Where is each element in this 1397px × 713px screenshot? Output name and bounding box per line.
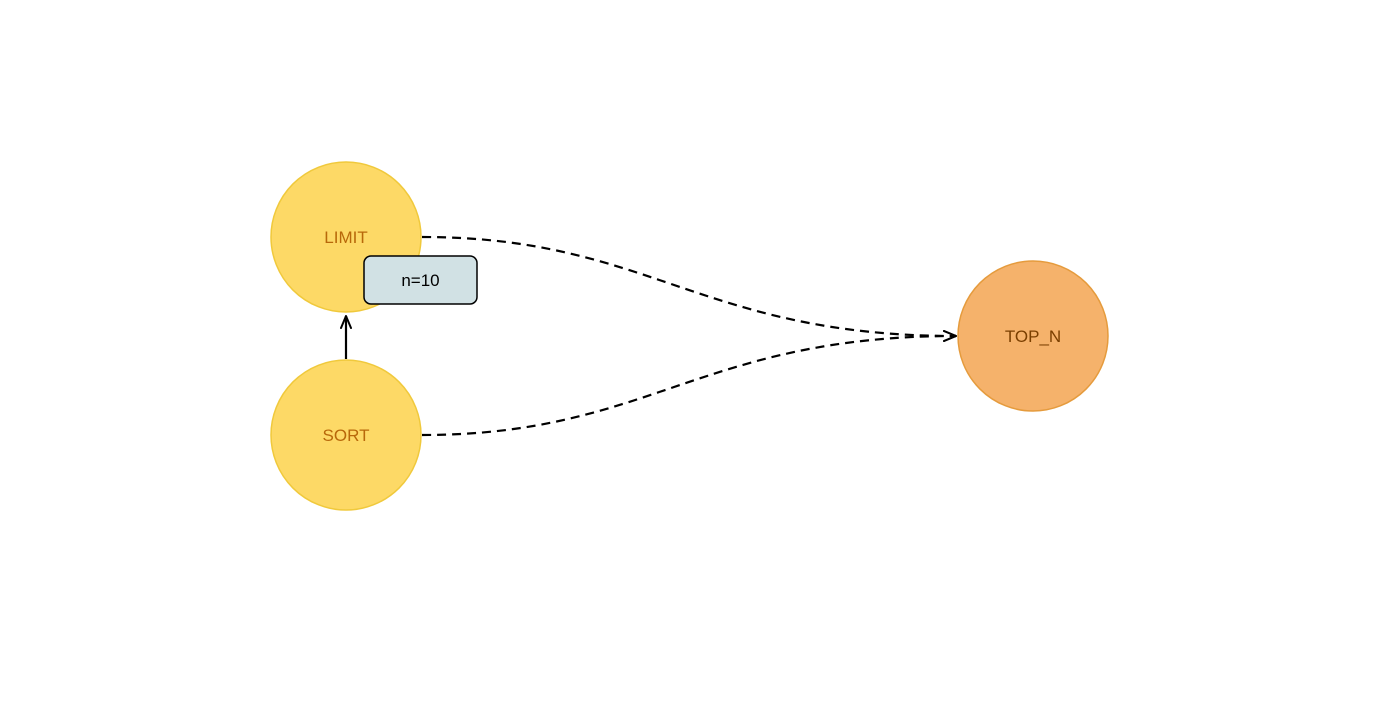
edge-limit-to-top-n[interactable] bbox=[421, 235, 957, 342]
note-limit-param-box bbox=[363, 255, 478, 305]
note-limit-param-text: n=10 bbox=[401, 271, 439, 290]
node-top-n[interactable]: TOP_N bbox=[957, 260, 1109, 412]
node-top-n-circle bbox=[957, 260, 1109, 412]
note-limit-param[interactable]: n=10 bbox=[363, 255, 478, 305]
node-top-n-label: TOP_N bbox=[1005, 327, 1061, 346]
node-limit-label: LIMIT bbox=[324, 228, 367, 247]
edge-sort-to-top-n[interactable] bbox=[421, 330, 957, 437]
node-sort[interactable]: SORT bbox=[270, 359, 422, 511]
node-sort-circle bbox=[270, 359, 422, 511]
edges bbox=[340, 235, 957, 437]
node-sort-label: SORT bbox=[323, 426, 370, 445]
